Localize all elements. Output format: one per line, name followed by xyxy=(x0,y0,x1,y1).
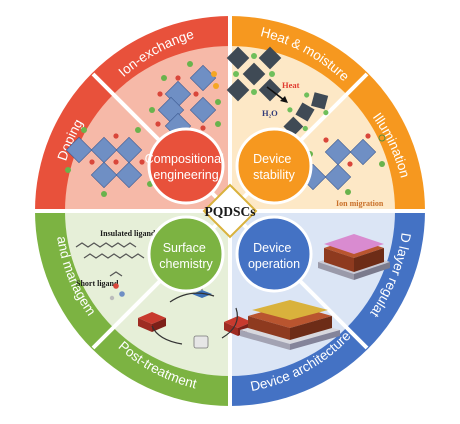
core-device-operation xyxy=(235,215,313,293)
ligand-illustration: Insulated ligand Short ligand xyxy=(75,229,156,301)
core-device-stability xyxy=(235,127,313,205)
water-label: H₂O xyxy=(262,108,278,118)
pqd-device-illustration xyxy=(318,234,390,280)
device-architecture-illustration xyxy=(240,300,340,350)
lattice-ion-exchange-illustration xyxy=(149,61,221,143)
heat-label: Heat xyxy=(282,80,300,90)
ion-migration-label: Ion migration xyxy=(336,199,384,208)
core-operation-text: Device operation xyxy=(248,241,300,271)
core-surface-text: Surface chemistry xyxy=(159,241,213,271)
core-surface-chemistry xyxy=(147,215,225,293)
core-stability-text: Device stability xyxy=(253,152,295,182)
short-ligand-label: Short ligand xyxy=(76,279,119,288)
core-compositional-text: Compositional engineering xyxy=(145,152,228,182)
insulated-ligand-label: Insulated ligand xyxy=(100,229,156,238)
center-diamond xyxy=(202,183,258,239)
core-compositional-engineering xyxy=(147,127,225,205)
center-label: PQDSCs xyxy=(204,204,255,219)
lattice-doping-illustration xyxy=(65,127,153,197)
ion-migration-illustration xyxy=(299,133,386,195)
